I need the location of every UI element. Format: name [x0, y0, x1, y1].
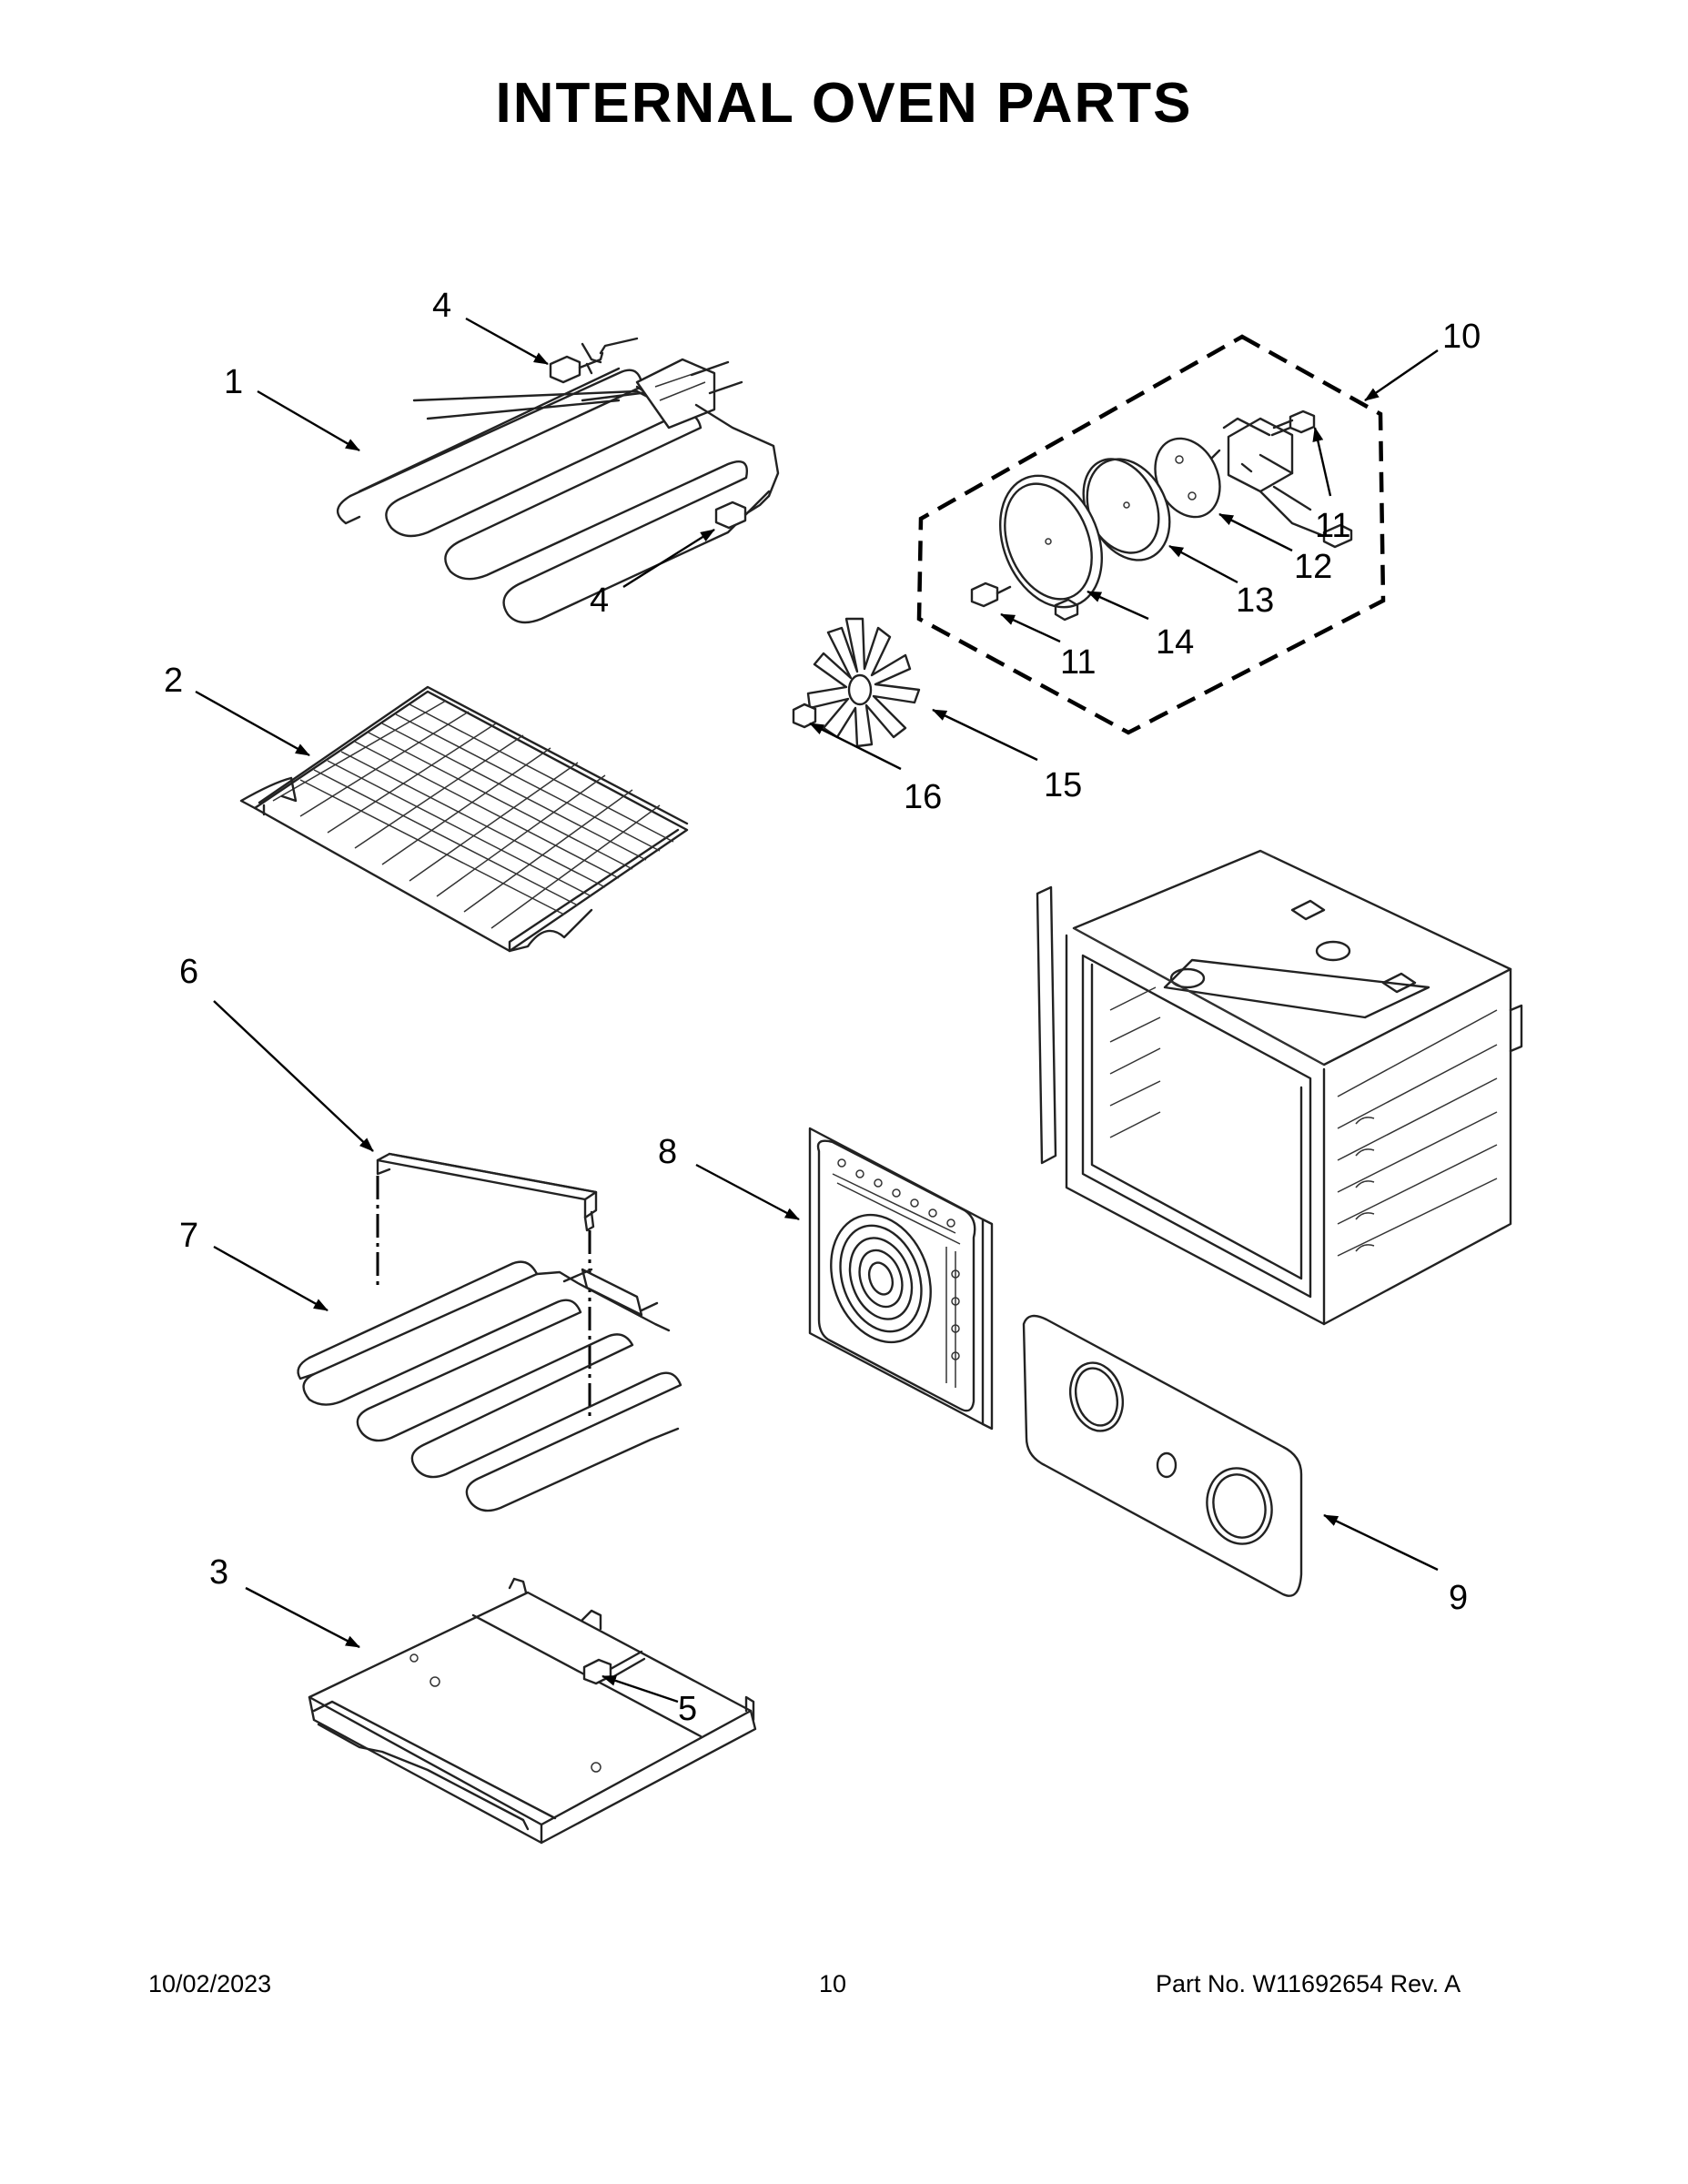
- trim-strip: [376, 1152, 598, 1232]
- fan-nut: [792, 703, 817, 729]
- callout-11-top: 11: [1315, 507, 1350, 545]
- leader-4-top: [465, 317, 549, 366]
- screw-4-top: [549, 337, 639, 384]
- callout-3: 3: [209, 1553, 228, 1592]
- callout-13: 13: [1236, 581, 1274, 620]
- screw-11-top: [1270, 410, 1316, 437]
- leader-1: [257, 389, 360, 452]
- leader-15: [932, 708, 1038, 762]
- oven-rack: [239, 685, 689, 953]
- callout-4-top: 4: [432, 287, 451, 325]
- leader-5: [601, 1674, 679, 1704]
- leader-9: [1323, 1513, 1439, 1572]
- fan-blade: [806, 617, 921, 748]
- footer-date: 10/02/2023: [148, 1970, 272, 1997]
- convection-assembly-boundary: [916, 334, 1386, 735]
- screw-4-bottom: [714, 494, 771, 530]
- leader-16: [809, 722, 902, 771]
- callout-5: 5: [678, 1690, 697, 1728]
- oven-cavity: [1036, 849, 1523, 1326]
- callout-16: 16: [904, 778, 942, 816]
- callout-6: 6: [179, 953, 198, 991]
- callout-15: 15: [1044, 766, 1082, 804]
- leader-4-bottom: [622, 528, 715, 589]
- fan-mount-plate: [998, 474, 1104, 622]
- callout-1: 1: [224, 363, 243, 401]
- callout-9: 9: [1449, 1579, 1468, 1617]
- leader-10: [1364, 349, 1439, 401]
- footer-part-number: Part No. W11692654 Rev. A: [1156, 1970, 1461, 1997]
- leader-13: [1168, 544, 1238, 584]
- callout-12: 12: [1294, 548, 1332, 586]
- footer-page-number: 10: [819, 1970, 847, 1997]
- leader-3: [245, 1586, 360, 1649]
- callout-8: 8: [658, 1133, 677, 1171]
- leader-11-top: [1312, 427, 1332, 497]
- leader-7: [213, 1245, 329, 1312]
- leader-6: [213, 1000, 374, 1152]
- callout-10: 10: [1442, 318, 1481, 356]
- rear-insulation-panel: [1022, 1314, 1303, 1597]
- broil-element: [337, 342, 780, 624]
- convection-motor: [1208, 417, 1353, 549]
- leader-11-bottom: [1000, 612, 1061, 643]
- bake-element: [297, 1260, 682, 1512]
- callout-11-bottom: 11: [1060, 643, 1096, 682]
- convection-fan-cover: [808, 1127, 994, 1431]
- leader-8: [695, 1163, 800, 1221]
- page-title: INTERNAL OVEN PARTS: [495, 72, 1193, 135]
- callout-14: 14: [1156, 623, 1194, 662]
- leader-14: [1087, 590, 1149, 621]
- screw-11-bottom: [970, 581, 1012, 608]
- leader-2: [195, 690, 310, 757]
- callout-7: 7: [179, 1217, 198, 1255]
- callout-4-bottom: 4: [590, 581, 609, 620]
- leader-12: [1218, 512, 1293, 552]
- callout-2: 2: [164, 662, 183, 700]
